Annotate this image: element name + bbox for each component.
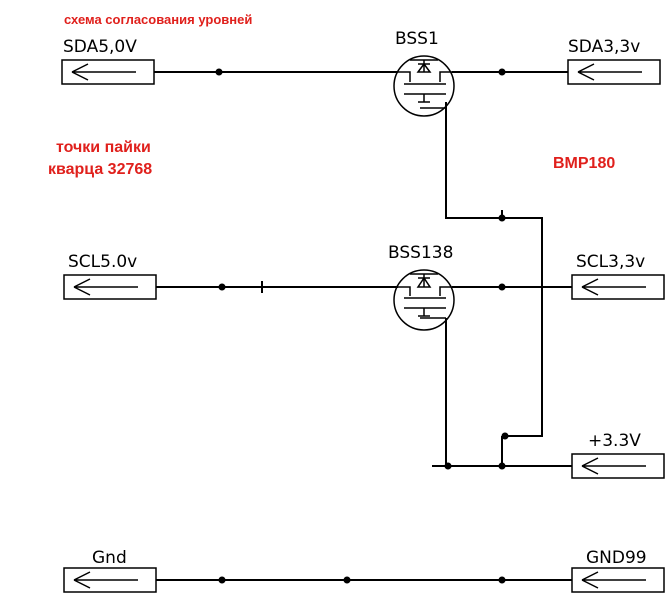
port-label-sda-5v: SDA5,0V: [63, 37, 137, 57]
port-label-scl-5v: SCL5.0v: [68, 252, 137, 272]
port-box-sda-5v: [61, 59, 155, 85]
solder-note-line2: кварца 32768: [48, 161, 152, 178]
port-box-scl-3v3: [571, 274, 665, 300]
port-label-scl-3v3: SCL3,3v: [576, 252, 645, 272]
schematic-title: схема согласования уровней: [64, 12, 252, 27]
solder-note-line1: точки пайки: [56, 139, 151, 156]
transistor-label-q2: BSS138: [388, 243, 453, 263]
sensor-note: BMP180: [553, 155, 615, 172]
port-box-scl-5v: [63, 274, 157, 300]
transistor-label-q1: BSS1: [395, 29, 439, 49]
port-label-gnd: Gnd: [92, 548, 127, 568]
port-label-gnd99: GND99: [586, 548, 647, 568]
port-box-gnd99: [571, 567, 665, 593]
port-label-sda-3v3: SDA3,3v: [568, 37, 640, 57]
mosfet-symbol-q1: [393, 55, 455, 117]
junction-dots: [215, 68, 509, 584]
mosfet-symbol-q2: [393, 269, 455, 331]
port-label-3v3: +3.3V: [588, 431, 641, 451]
port-box-sda-3v3: [567, 59, 661, 85]
wires: [154, 71, 572, 581]
port-box-gnd: [63, 567, 157, 593]
port-box-3v3: [571, 453, 665, 479]
